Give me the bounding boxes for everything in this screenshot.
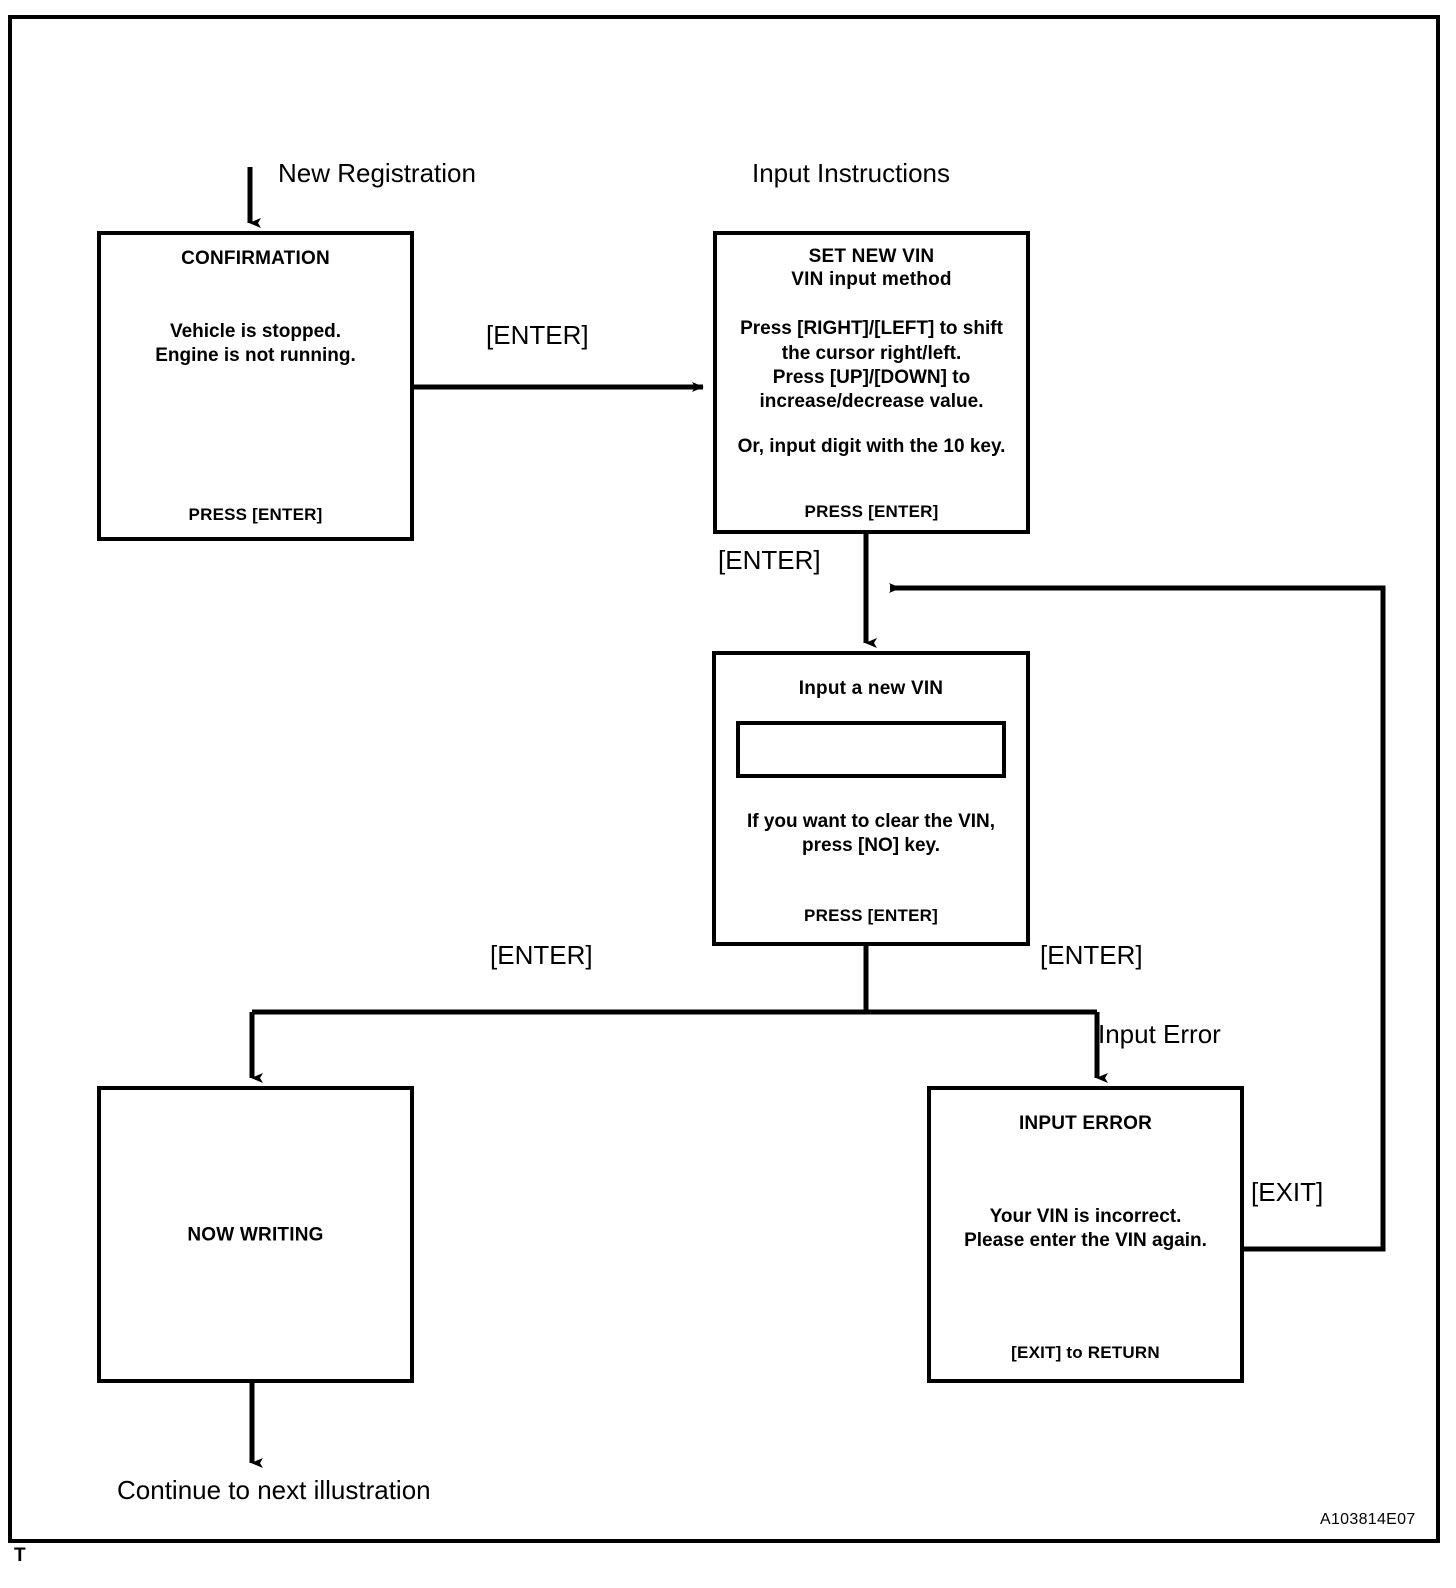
- edge-label-setnewvin-to-inputvin: [ENTER]: [718, 545, 821, 575]
- inputerror-body-line2: Please enter the VIN again.: [964, 1230, 1207, 1252]
- edge-label-inputvin-to-error: [ENTER]: [1040, 940, 1143, 970]
- inputvin-body-line2: press [NO] key.: [802, 835, 940, 857]
- sheet-mark: T: [14, 1545, 26, 1566]
- setnewvin-body-line3: Press [UP]/[DOWN] to: [772, 366, 971, 388]
- inputvin-body-line1: If you want to clear the VIN,: [746, 811, 996, 833]
- label-input-instructions: Input Instructions: [752, 158, 950, 188]
- illustration-id: A103814E07: [1320, 1511, 1416, 1528]
- label-new-registration: New Registration: [278, 158, 476, 188]
- setnewvin-title-line2: VIN input method: [791, 269, 952, 291]
- setnewvin-body-line5: Or, input digit with the 10 key.: [737, 435, 1006, 457]
- edge-label-input-error-cause: Input Error: [1098, 1019, 1221, 1049]
- vin-input-field[interactable]: [736, 721, 1006, 778]
- setnewvin-footer: PRESS [ENTER]: [804, 502, 939, 521]
- inputvin-title: Input a new VIN: [798, 678, 944, 699]
- setnewvin-body-line4: increase/decrease value.: [759, 391, 984, 413]
- inputerror-body-line1: Your VIN is incorrect.: [989, 1206, 1182, 1228]
- confirmation-body-line2: Engine is not running.: [155, 345, 356, 367]
- edge-label-confirmation-to-setnewvin: [ENTER]: [486, 320, 589, 350]
- setnewvin-title-line1: SET NEW VIN: [808, 246, 935, 267]
- inputerror-footer: [EXIT] to RETURN: [1011, 1343, 1160, 1362]
- screen-input-error[interactable]: INPUT ERROR Your VIN is incorrect. Pleas…: [927, 1086, 1244, 1383]
- nowwriting-title: NOW WRITING: [187, 1223, 324, 1245]
- setnewvin-body-line1: Press [RIGHT]/[LEFT] to shift: [740, 318, 1003, 340]
- screen-input-new-vin[interactable]: Input a new VIN If you want to clear the…: [712, 651, 1030, 946]
- screen-now-writing[interactable]: NOW WRITING: [97, 1086, 414, 1383]
- edge-label-exit-return: [EXIT]: [1251, 1177, 1324, 1207]
- setnewvin-body-line2: the cursor right/left.: [781, 342, 962, 364]
- illustration-frame: [8, 15, 1440, 1543]
- confirmation-footer: PRESS [ENTER]: [188, 505, 323, 524]
- inputerror-title: INPUT ERROR: [1018, 1113, 1153, 1134]
- screen-set-new-vin[interactable]: SET NEW VIN VIN input method Press [RIGH…: [713, 231, 1030, 534]
- inputvin-footer: PRESS [ENTER]: [804, 906, 938, 925]
- screen-confirmation[interactable]: CONFIRMATION Vehicle is stopped. Engine …: [97, 231, 414, 541]
- confirmation-body-line1: Vehicle is stopped.: [169, 321, 342, 343]
- confirmation-title: CONFIRMATION: [181, 248, 330, 269]
- edge-label-inputvin-to-nowwriting: [ENTER]: [490, 940, 593, 970]
- label-continue-next-illustration: Continue to next illustration: [117, 1475, 431, 1505]
